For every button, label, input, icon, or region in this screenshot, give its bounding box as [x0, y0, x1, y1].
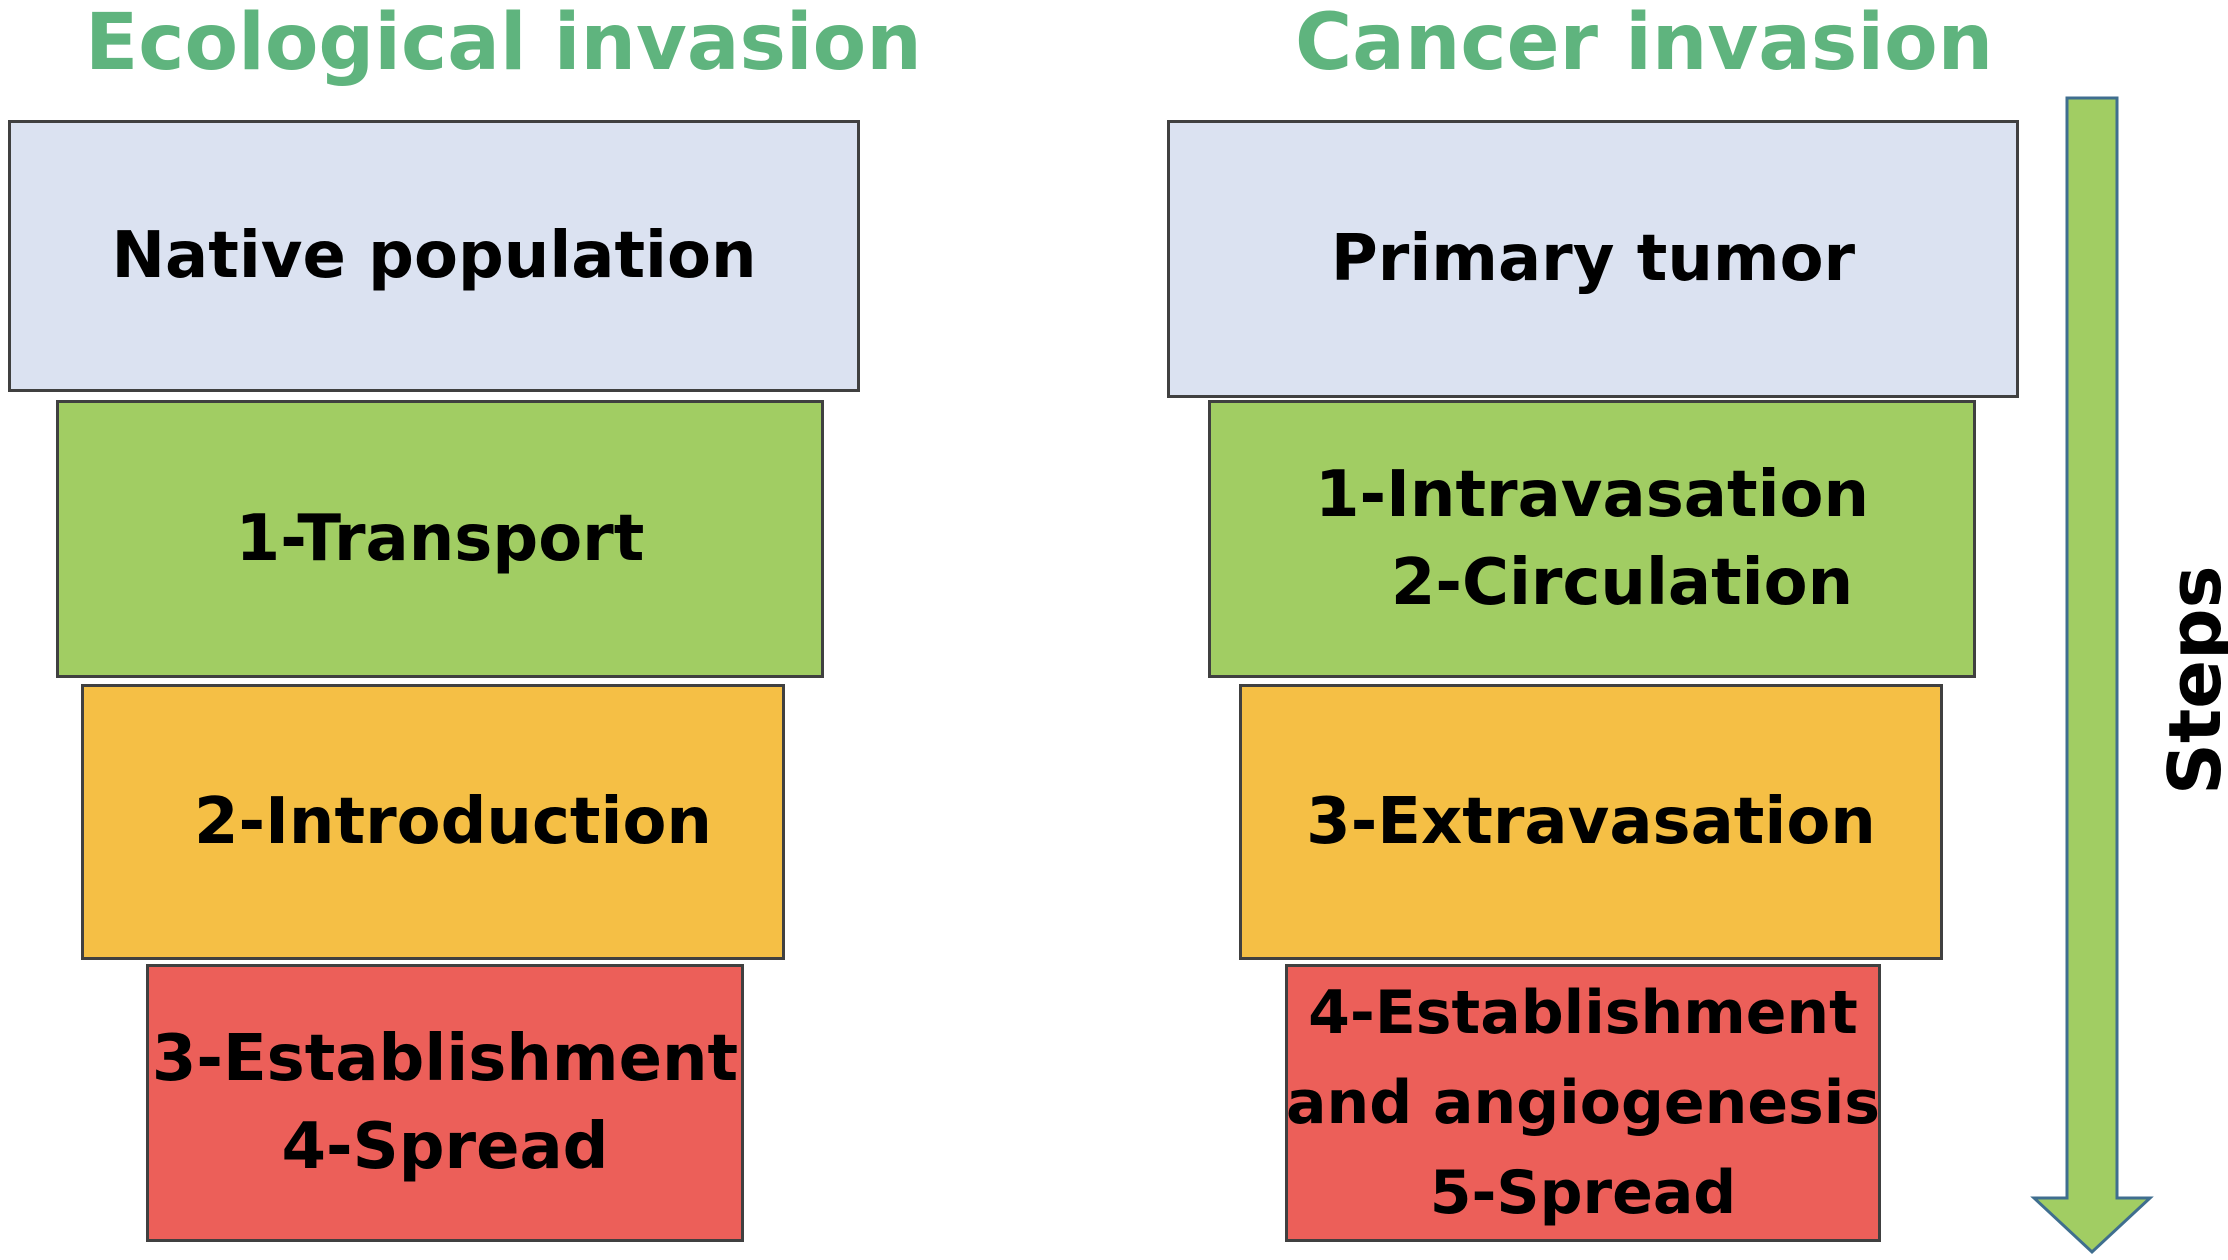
box-label: 1-Transport — [235, 501, 645, 576]
left-box-introduction: 2-Introduction — [81, 684, 785, 960]
box-label: 5-Spread — [1429, 1158, 1737, 1228]
box-label: 1-Intravasation — [1314, 457, 1870, 532]
box-label: 4-Establishment — [1308, 978, 1858, 1048]
steps-label: Steps — [2153, 565, 2228, 796]
steps-arrow-icon — [2030, 96, 2154, 1255]
left-box-native-population: Native population — [8, 120, 860, 392]
left-box-transport: 1-Transport — [56, 400, 824, 678]
box-label: 3-Extravasation — [1306, 784, 1876, 859]
box-label: 2-Introduction — [194, 784, 712, 859]
box-label: 3-Establishment — [151, 1021, 739, 1096]
box-label: 2-Circulation — [1390, 546, 1854, 620]
left-box-establishment-spread: 3-Establishment 4-Spread — [146, 964, 744, 1242]
right-box-intravasation-circulation: 1-Intravasation 2-Circulation — [1208, 400, 1976, 678]
cancer-invasion-title: Cancer invasion — [1295, 0, 1994, 88]
right-box-primary-tumor: Primary tumor — [1167, 120, 2019, 398]
steps-arrow-shape — [2030, 96, 2154, 1255]
box-label: Primary tumor — [1330, 221, 1856, 296]
ecological-invasion-title: Ecological invasion — [85, 0, 922, 88]
box-label: Native population — [111, 218, 757, 293]
box-label: 4-Spread — [281, 1110, 609, 1184]
box-label: and angiogenesis — [1285, 1068, 1881, 1138]
right-box-establishment-angiogenesis-spread: 4-Establishment and angiogenesis 5-Sprea… — [1285, 964, 1881, 1242]
right-box-extravasation: 3-Extravasation — [1239, 684, 1943, 960]
